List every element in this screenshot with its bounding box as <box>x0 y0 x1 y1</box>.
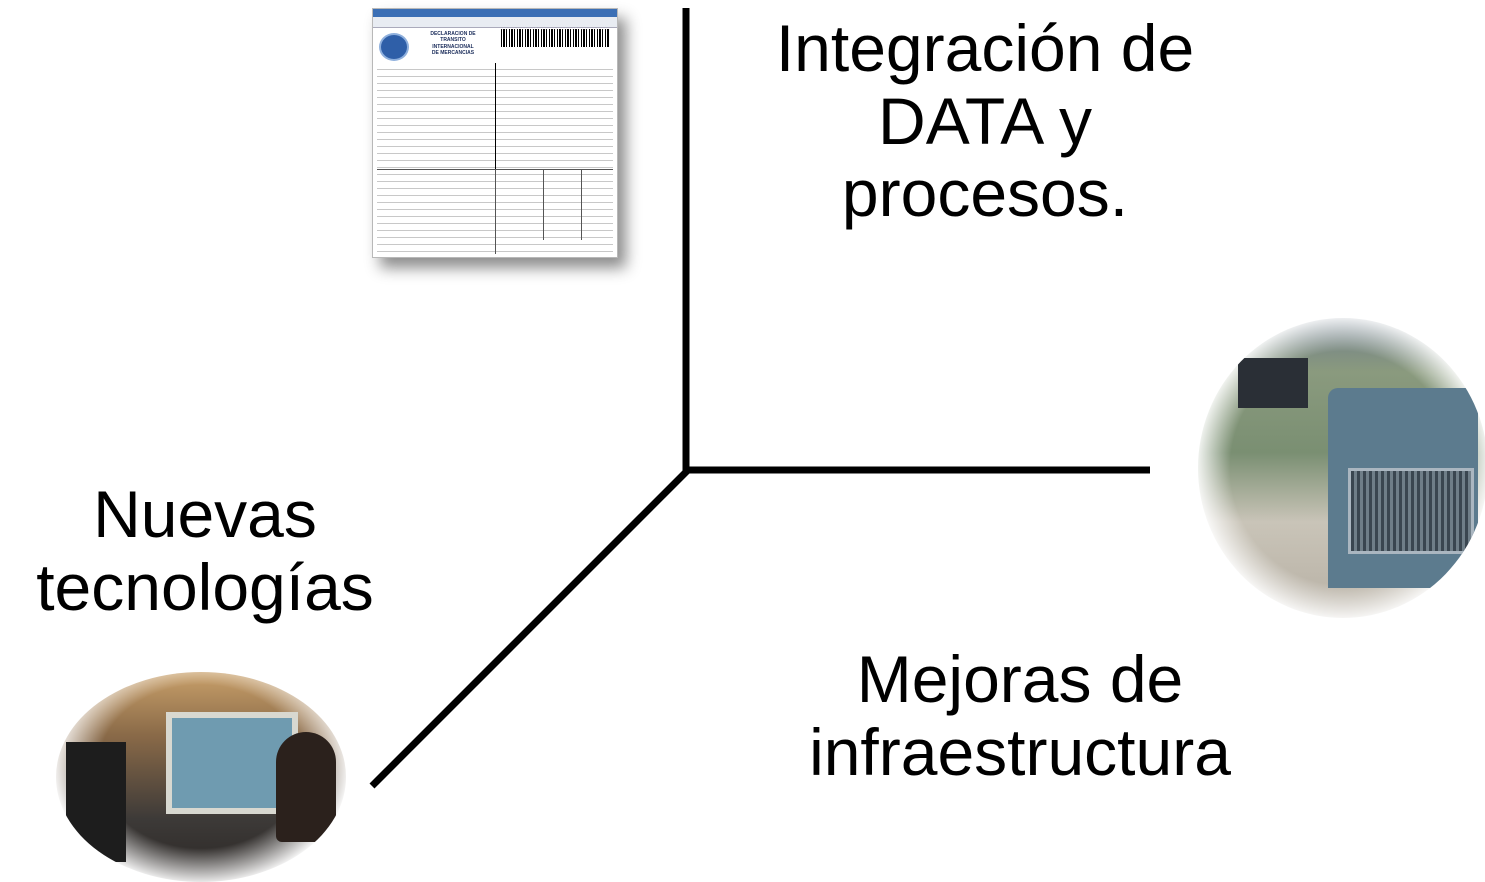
barcode-icon <box>501 29 609 47</box>
label-nuevas-tecnologias: Nuevas tecnologías <box>36 477 374 624</box>
document-title: DECLARACION DE TRANSITO INTERNACIONAL DE… <box>430 31 476 56</box>
building-window <box>1238 358 1308 408</box>
diagonal-axis-line <box>369 467 691 789</box>
truck-photo <box>1198 318 1485 618</box>
truck-grille <box>1348 468 1474 554</box>
person-silhouette <box>276 732 336 842</box>
document-thumbnail: DECLARACION DE TRANSITO INTERNACIONAL DE… <box>372 8 618 258</box>
label-mejoras-infraestructura: Mejoras de infraestructura <box>809 642 1231 789</box>
label-integracion: Integración de DATA y procesos. <box>775 11 1195 231</box>
seal-icon <box>379 33 409 61</box>
axes-diagram <box>369 8 1150 789</box>
office-photo <box>56 672 346 882</box>
document-tab-bar <box>373 9 617 17</box>
document-table <box>377 169 613 254</box>
monitor-silhouette <box>66 742 126 862</box>
document-toolbar <box>373 17 617 28</box>
